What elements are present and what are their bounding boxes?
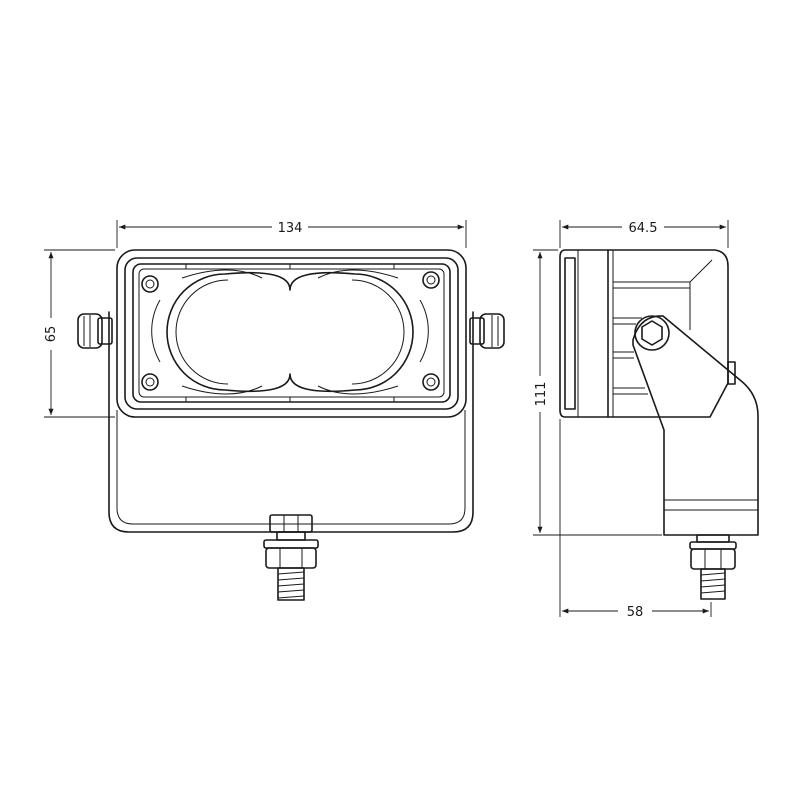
front-bezel bbox=[132, 263, 451, 403]
front-width-label: 134 bbox=[278, 221, 303, 236]
front-height-dimension: 65 bbox=[44, 249, 115, 418]
front-height-label: 65 bbox=[44, 326, 59, 343]
front-mount-bolt bbox=[263, 514, 319, 601]
side-mount-bolt bbox=[689, 534, 737, 600]
front-width-dimension: 134 bbox=[116, 220, 467, 248]
side-depth-dimension: 64.5 bbox=[559, 220, 729, 248]
side-depth-label: 64.5 bbox=[629, 221, 658, 236]
side-base-label: 58 bbox=[627, 605, 644, 620]
pivot-bolt bbox=[634, 315, 670, 351]
screw-top-right bbox=[422, 271, 440, 289]
side-height-label: 111 bbox=[534, 382, 549, 407]
right-lens bbox=[351, 279, 405, 385]
twin-lens bbox=[166, 271, 414, 393]
screw-top-left bbox=[141, 275, 159, 293]
front-bracket bbox=[108, 311, 474, 533]
right-adjust-knob bbox=[469, 313, 505, 349]
front-view: 134 65 bbox=[44, 220, 505, 601]
side-housing bbox=[559, 249, 736, 418]
side-base-dimension: 58 bbox=[559, 419, 712, 620]
side-bracket bbox=[632, 315, 759, 536]
front-housing-outer bbox=[116, 249, 467, 418]
left-adjust-knob bbox=[77, 313, 113, 349]
left-lens bbox=[175, 279, 229, 385]
screw-bottom-left bbox=[141, 373, 159, 391]
side-height-dimension: 111 bbox=[533, 249, 662, 536]
side-view: 64.5 111 58 bbox=[533, 220, 759, 620]
front-housing-inner bbox=[124, 257, 459, 410]
screw-bottom-right bbox=[422, 373, 440, 391]
